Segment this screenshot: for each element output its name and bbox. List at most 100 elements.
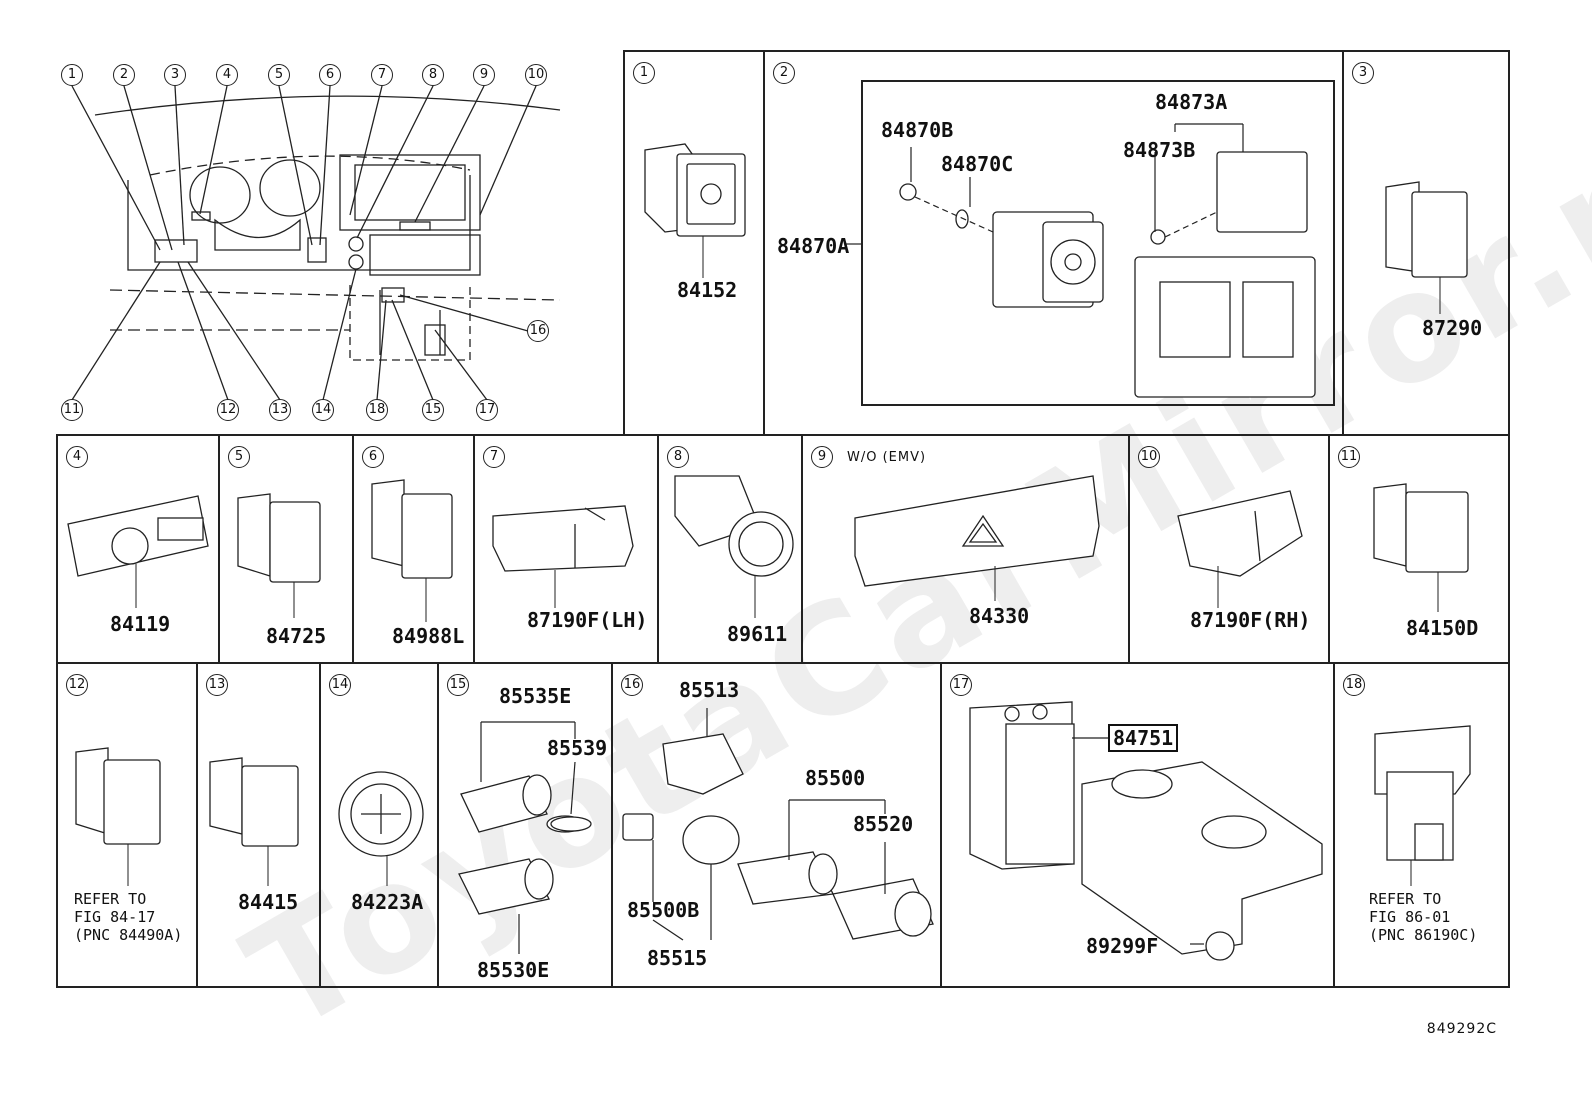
part-number[interactable]: 84873A bbox=[1155, 90, 1228, 114]
switch-drawing bbox=[492, 505, 634, 608]
cell-number: 14 bbox=[329, 674, 351, 696]
part-number[interactable]: 89299F bbox=[1086, 934, 1159, 958]
callout-11[interactable]: 11 bbox=[61, 399, 83, 421]
switch-drawing bbox=[209, 757, 299, 886]
callout-5[interactable]: 5 bbox=[268, 64, 290, 86]
part-number[interactable]: 87190F(RH) bbox=[1190, 608, 1311, 632]
callout-17[interactable]: 17 bbox=[476, 399, 498, 421]
assembly-box bbox=[861, 80, 1335, 406]
part-number[interactable]: 84870C bbox=[941, 152, 1014, 176]
cell-number: 13 bbox=[206, 674, 228, 696]
reference-note: REFER TO FIG 86-01 (PNC 86190C) bbox=[1369, 890, 1478, 944]
part-number[interactable]: 85535E bbox=[499, 684, 572, 708]
switch-panel-drawing bbox=[969, 701, 1323, 961]
cell-17: 17 84751 89299F bbox=[940, 662, 1335, 988]
part-number[interactable]: 85530E bbox=[477, 958, 550, 982]
switch-drawing bbox=[1373, 483, 1469, 612]
callout-12[interactable]: 12 bbox=[217, 399, 239, 421]
cell-15: 15 85535E 85539 85530E bbox=[437, 662, 613, 988]
part-number[interactable]: 85515 bbox=[647, 946, 708, 970]
cell-13: 13 84415 bbox=[196, 662, 321, 988]
cell-number: 3 bbox=[1352, 62, 1374, 84]
part-number[interactable]: 85500B bbox=[627, 898, 700, 922]
switch-drawing bbox=[1374, 725, 1471, 886]
figure-code: 849292C bbox=[1426, 1021, 1497, 1037]
part-number[interactable]: 87190F(LH) bbox=[527, 608, 648, 632]
switch-drawing bbox=[1385, 181, 1468, 314]
cell-number: 12 bbox=[66, 674, 88, 696]
cell-18: 18 REFER TO FIG 86-01 (PNC 86190C) bbox=[1333, 662, 1510, 988]
callout-1[interactable]: 1 bbox=[61, 64, 83, 86]
cell-number: 5 bbox=[228, 446, 250, 468]
switch-drawing bbox=[67, 495, 209, 608]
callout-3[interactable]: 3 bbox=[164, 64, 186, 86]
cell-3: 3 87290 bbox=[1342, 50, 1510, 436]
cigar-lighter-drawing bbox=[622, 708, 934, 941]
part-number[interactable]: 84330 bbox=[969, 604, 1030, 628]
cell-number: 11 bbox=[1338, 446, 1360, 468]
cell-11: 11 84150D bbox=[1328, 434, 1510, 664]
part-number[interactable]: 84223A bbox=[351, 890, 424, 914]
callout-13[interactable]: 13 bbox=[269, 399, 291, 421]
callout-6[interactable]: 6 bbox=[319, 64, 341, 86]
reference-note: REFER TO FIG 84-17 (PNC 84490A) bbox=[74, 890, 183, 944]
cell-number: 15 bbox=[447, 674, 469, 696]
cell-12: 12 REFER TO FIG 84-17 (PNC 84490A) bbox=[56, 662, 198, 988]
hazard-switch-drawing bbox=[854, 475, 1100, 601]
cell-number: 9 bbox=[811, 446, 833, 468]
cell-number: 7 bbox=[483, 446, 505, 468]
cell-5: 5 84725 bbox=[218, 434, 354, 664]
switch-drawing bbox=[75, 747, 161, 886]
callout-10[interactable]: 10 bbox=[525, 64, 547, 86]
part-number[interactable]: 84415 bbox=[238, 890, 299, 914]
cell-10: 10 87190F(RH) bbox=[1128, 434, 1330, 664]
cell-number: 6 bbox=[362, 446, 384, 468]
part-number[interactable]: 85520 bbox=[853, 812, 914, 836]
cell-number: 10 bbox=[1138, 446, 1160, 468]
callout-4[interactable]: 4 bbox=[216, 64, 238, 86]
callout-16[interactable]: 16 bbox=[527, 320, 549, 342]
part-number[interactable]: 87290 bbox=[1422, 316, 1483, 340]
switch-drawing bbox=[1177, 490, 1303, 608]
part-number[interactable]: 84725 bbox=[266, 624, 327, 648]
part-number[interactable]: 84150D bbox=[1406, 616, 1479, 640]
cell-1: 1 84152 bbox=[623, 50, 765, 436]
cell-2: 2 84870A 84870B 84870C bbox=[763, 50, 1344, 436]
callout-7[interactable]: 7 bbox=[371, 64, 393, 86]
cell-number: 16 bbox=[621, 674, 643, 696]
variant-note: W/O (EMV) bbox=[847, 450, 927, 465]
part-number[interactable]: 84988L bbox=[392, 624, 465, 648]
part-number[interactable]: 84152 bbox=[677, 278, 738, 302]
part-number[interactable]: 84873B bbox=[1123, 138, 1196, 162]
cell-7: 7 87190F(LH) bbox=[473, 434, 659, 664]
part-number[interactable]: 84870B bbox=[881, 118, 954, 142]
cell-4: 4 84119 bbox=[56, 434, 220, 664]
part-number-highlighted[interactable]: 84751 bbox=[1108, 724, 1179, 752]
part-number[interactable]: 89611 bbox=[727, 622, 788, 646]
callout-2[interactable]: 2 bbox=[113, 64, 135, 86]
part-number[interactable]: 85500 bbox=[805, 766, 866, 790]
cell-8: 8 89611 bbox=[657, 434, 803, 664]
cell-9: 9 W/O (EMV) 84330 bbox=[801, 434, 1130, 664]
cell-number: 1 bbox=[633, 62, 655, 84]
cell-number: 17 bbox=[950, 674, 972, 696]
callout-9[interactable]: 9 bbox=[473, 64, 495, 86]
knob-drawing bbox=[338, 771, 424, 886]
part-number[interactable]: 84870A bbox=[777, 234, 850, 258]
cell-number: 2 bbox=[773, 62, 795, 84]
callout-15[interactable]: 15 bbox=[422, 399, 444, 421]
switch-drawing bbox=[371, 479, 453, 622]
cell-number: 18 bbox=[1343, 674, 1365, 696]
callout-14[interactable]: 14 bbox=[312, 399, 334, 421]
cell-16: 16 85513 85500 85520 85500B 85515 bbox=[611, 662, 942, 988]
callout-8[interactable]: 8 bbox=[422, 64, 444, 86]
part-number[interactable]: 85513 bbox=[679, 678, 740, 702]
callout-18[interactable]: 18 bbox=[366, 399, 388, 421]
switch-drawing bbox=[237, 493, 321, 618]
part-number[interactable]: 84119 bbox=[110, 612, 171, 636]
cell-14: 14 84223A bbox=[319, 662, 439, 988]
switch-drawing bbox=[644, 143, 746, 278]
switch-drawing bbox=[674, 475, 794, 618]
part-number[interactable]: 85539 bbox=[547, 736, 608, 760]
